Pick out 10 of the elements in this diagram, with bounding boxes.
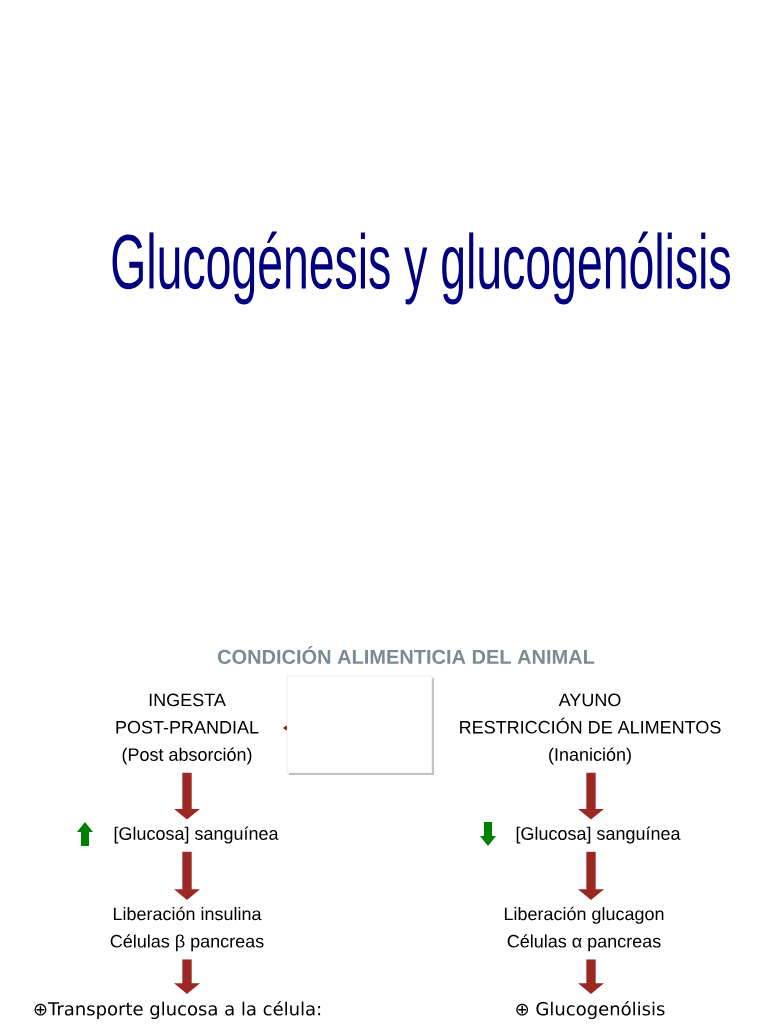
step-text: Liberación insulina Células β pancreas bbox=[110, 906, 264, 952]
step-text: ⊕Transporte glucosa a la célula: bbox=[34, 1000, 321, 1020]
step-text: AYUNO RESTRICCIÓN DE ALIMENTOS (Inanición) bbox=[460, 693, 721, 765]
title: Glucogénesis y glucogenólisis bbox=[112, 231, 730, 305]
step-text: Liberación glucagon Células α pancreas bbox=[504, 906, 664, 952]
step-text: ⊕ Glucogenólisis bbox=[516, 1000, 665, 1020]
heading: CONDICIÓN ALIMENTICIA DEL ANIMAL bbox=[217, 646, 595, 664]
step-text: [Glucosa] sanguínea bbox=[114, 826, 279, 844]
step-text: [Glucosa] sanguínea bbox=[516, 826, 681, 844]
step-text: INGESTA POST-PRANDIAL (Post absorción) bbox=[116, 693, 259, 765]
